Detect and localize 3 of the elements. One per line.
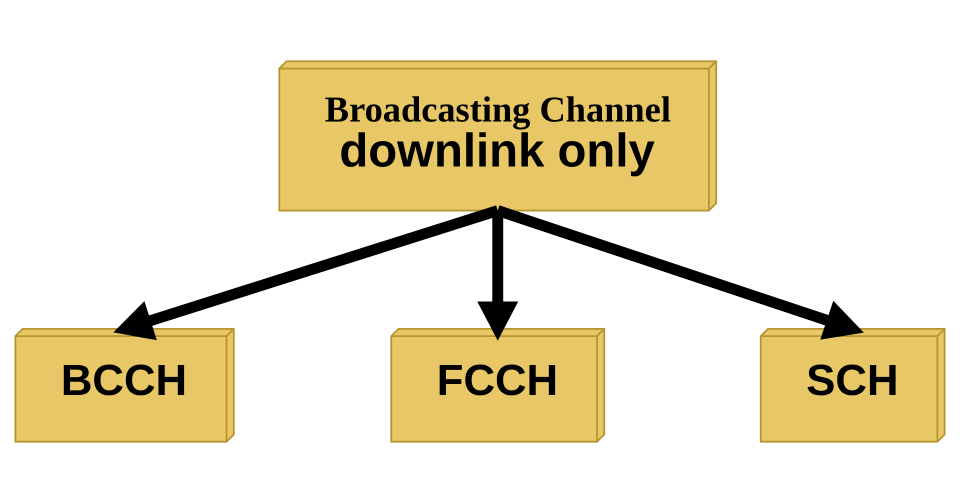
arrow	[113, 205, 500, 340]
arrow	[496, 205, 864, 340]
arrow	[477, 210, 518, 341]
